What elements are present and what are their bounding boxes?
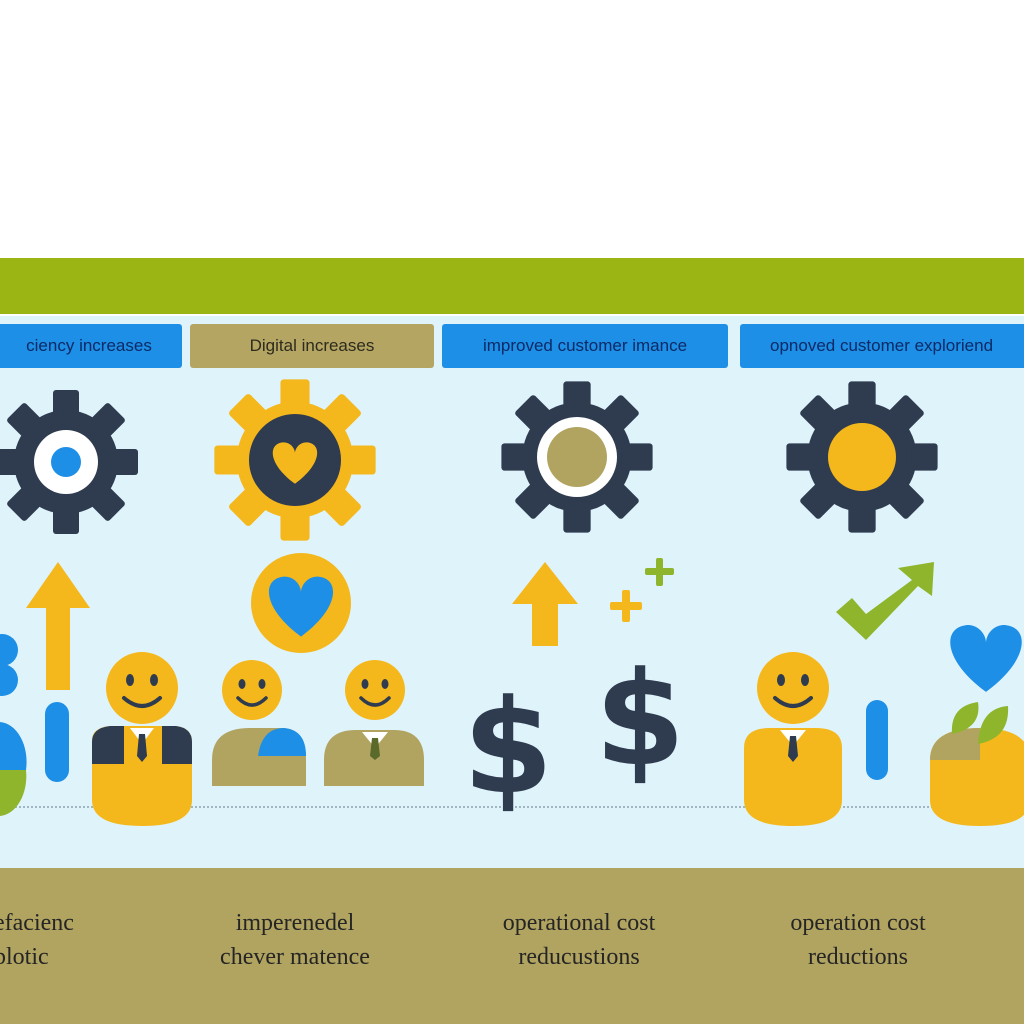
top-blank-area	[0, 0, 1024, 258]
dotted-divider	[0, 806, 1024, 808]
smiley-person-icon	[324, 660, 424, 786]
header-label-2: Digital increases	[190, 324, 434, 368]
footer-label-2: imperenedel chever matence	[190, 906, 400, 974]
footer-label-2-line2: chever matence	[220, 944, 370, 970]
header-label-2-text: Digital increases	[249, 336, 375, 355]
footer-label-3: operational cost reducustions	[466, 906, 692, 974]
gear-icon	[501, 381, 653, 533]
header-label-4: opnoved customer exploriend	[740, 324, 1024, 368]
partial-blue-icon	[0, 634, 18, 696]
smiley-person-icon	[212, 660, 306, 786]
plant-icon	[930, 702, 1024, 826]
arrow-up-icon	[512, 562, 578, 646]
gear-icon	[0, 390, 138, 534]
footer-label-2-line1: imperenedel	[235, 910, 355, 936]
check-arrow-icon	[836, 562, 934, 640]
footer-label-1-line2: plotic	[0, 944, 49, 970]
header-label-1: ciency increases	[0, 324, 182, 368]
footer-label-4: operation cost reductions	[762, 906, 954, 974]
smiley-person-icon	[92, 652, 192, 826]
heart-icon	[950, 625, 1022, 692]
heart-icon	[251, 553, 351, 653]
footer-label-1-line1: efacienc	[0, 910, 74, 936]
footer-label-1: efacienc plotic	[0, 906, 104, 974]
plus-icon	[610, 590, 642, 622]
dollar-icon: $	[595, 643, 685, 795]
header-label-3-text: improved customer imance	[482, 336, 688, 355]
header-label-4-text: opnoved customer exploriend	[770, 336, 994, 355]
footer-label-3-line2: reducustions	[518, 944, 640, 970]
gear-icon	[786, 381, 938, 533]
blue-bar-icon	[45, 702, 69, 782]
footer-label-4-line1: operation cost	[790, 910, 926, 936]
footer-label-3-line1: operational cost	[502, 910, 656, 936]
smiley-person-icon	[744, 652, 842, 826]
dollar-icon: $	[463, 671, 553, 823]
olive-header-band	[0, 258, 1024, 314]
footer-label-4-line2: reductions	[808, 944, 908, 970]
footer-panel	[0, 868, 1024, 1024]
gear-icon	[214, 379, 376, 541]
header-label-3: improved customer imance	[442, 324, 728, 368]
header-label-1-text: ciency increases	[26, 336, 152, 355]
partial-globe-icon	[0, 722, 27, 816]
blue-bar-icon	[866, 700, 888, 780]
plus-icon	[645, 558, 674, 586]
arrow-up-icon	[26, 562, 90, 690]
